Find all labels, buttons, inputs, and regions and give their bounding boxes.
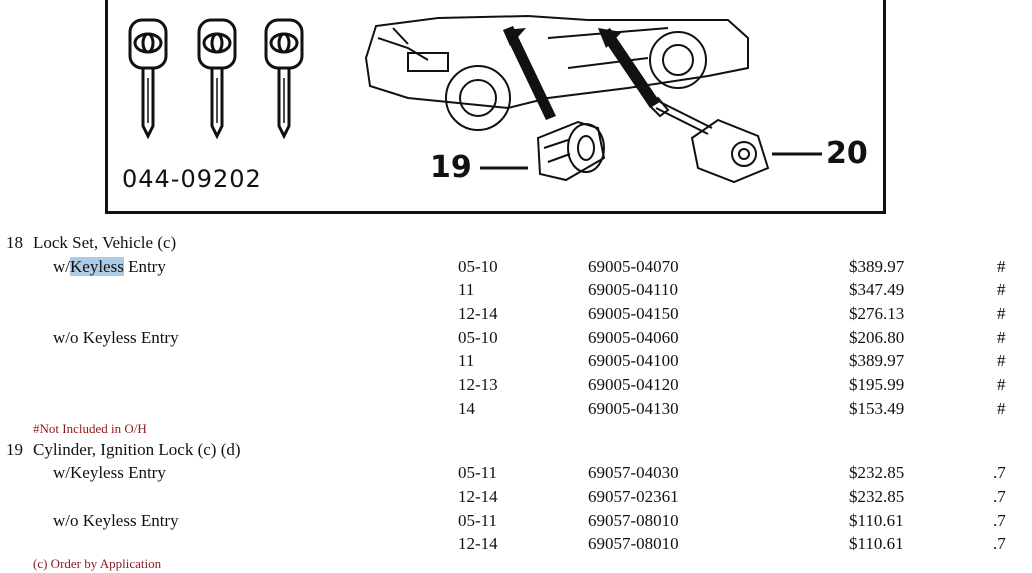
years-cell: 05-10 [458,257,498,276]
vehicle-icon [364,14,749,131]
group-label-without-keyless: w/o Keyless Entry [53,511,179,530]
years-cell: 11 [458,280,475,299]
key-icon [264,18,304,140]
callout-19: 19 [430,150,472,185]
years-cell: 12-14 [458,487,498,506]
labor-mark-cell: .7 [993,511,1006,530]
part-number-cell: 69057-04030 [588,463,679,482]
labor-mark-cell: # [997,351,1006,370]
price-cell: $110.61 [849,511,904,530]
years-cell: 05-10 [458,328,498,347]
arrow-icon [600,28,660,108]
price-cell: $276.13 [849,304,905,323]
ignition-switch-icon [648,96,770,184]
group-label-with-keyless: w/Keyless Entry [53,463,166,482]
labor-mark-cell: # [997,399,1006,418]
labor-mark-cell: # [997,280,1006,299]
part-number-cell: 69057-02361 [588,487,679,506]
price-cell: $389.97 [849,257,905,276]
illustration-code: 044-09202 [122,165,262,193]
years-cell: 12-13 [458,375,498,394]
part-number-cell: 69005-04070 [588,257,679,276]
parts-illustration: 044-09202 19 20 [105,0,886,214]
price-cell: $153.49 [849,399,905,418]
text-selection-highlight: Keyless [70,257,124,276]
illustration-drawing [128,14,822,184]
part-number-cell: 69005-04150 [588,304,679,323]
labor-mark-cell: .7 [993,534,1006,553]
years-cell: 12-14 [458,304,498,323]
label-part: w/ [53,257,70,276]
labor-mark-cell: # [997,257,1006,276]
section-19-title: Cylinder, Ignition Lock (c) (d) [33,440,241,459]
price-cell: $195.99 [849,375,905,394]
group-label-with-keyless: w/Keyless Entry [53,257,166,277]
part-number-cell: 69005-04110 [588,280,679,299]
years-cell: 11 [458,351,475,370]
labor-mark-cell: # [997,304,1006,323]
arrow-icon [503,26,556,120]
note-order-by-application: (c) Order by Application [33,556,162,571]
years-cell: 12-14 [458,534,498,553]
price-cell: $232.85 [849,487,905,506]
price-cell: $110.61 [849,534,904,553]
price-cell: $232.85 [849,463,905,482]
ignition-cylinder-icon [536,120,606,182]
years-cell: 14 [458,399,475,418]
section-18-title: Lock Set, Vehicle (c) [33,233,177,252]
part-number-cell: 69057-08010 [588,511,679,530]
key-icon [128,18,168,140]
price-cell: $389.97 [849,351,905,370]
group-label-without-keyless: w/o Keyless Entry [53,328,179,347]
years-cell: 05-11 [458,511,498,530]
arrow-icon [598,28,622,48]
part-number-cell: 69005-04120 [588,375,679,394]
arrow-icon [503,28,526,46]
note-not-included: #Not Included in O/H [33,421,147,436]
section-19-num: 19 [6,440,23,459]
price-cell: $347.49 [849,280,905,299]
labor-mark-cell: .7 [993,463,1006,482]
labor-mark-cell: # [997,375,1006,394]
years-cell: 05-11 [458,463,498,482]
key-icon [197,18,237,140]
part-number-cell: 69005-04060 [588,328,679,347]
part-number-cell: 69005-04100 [588,351,679,370]
labor-mark-cell: .7 [993,487,1006,506]
callout-20: 20 [826,136,868,171]
section-18-num: 18 [6,233,23,252]
labor-mark-cell: # [997,328,1006,347]
part-number-cell: 69057-08010 [588,534,679,553]
price-cell: $206.80 [849,328,905,347]
label-part: Entry [123,257,166,276]
part-number-cell: 69005-04130 [588,399,679,418]
